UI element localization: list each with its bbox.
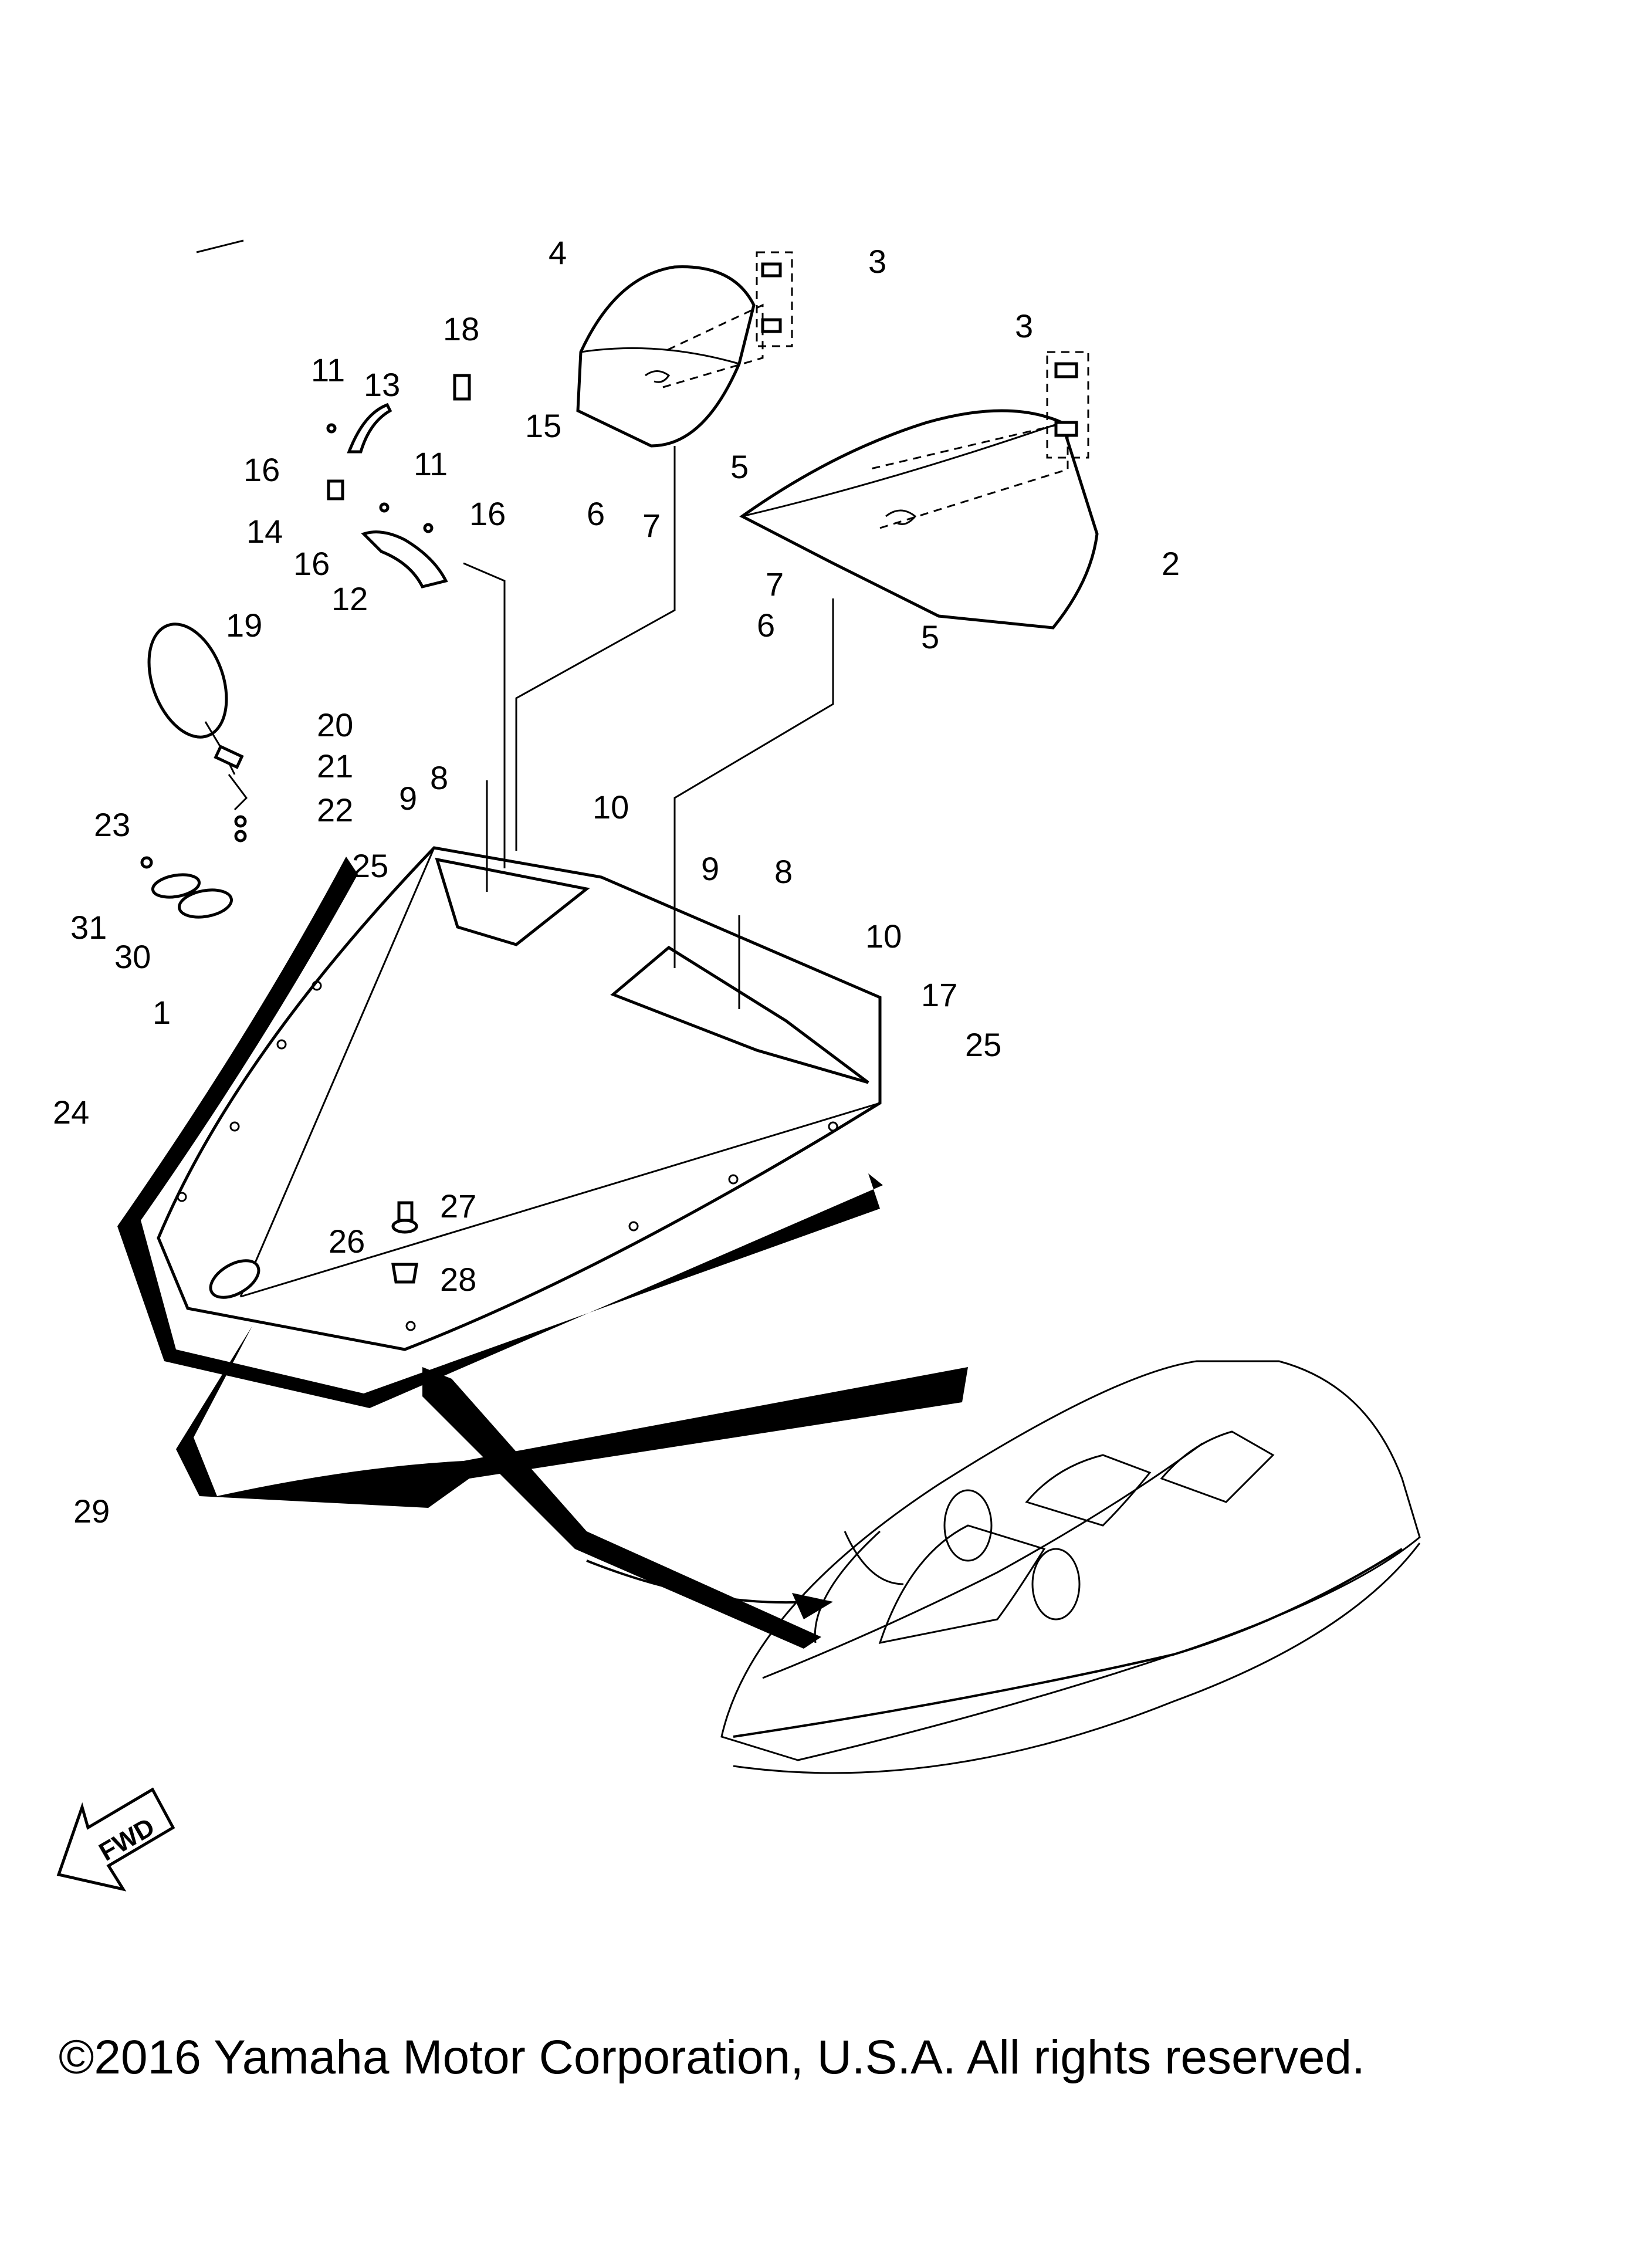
callout-3b: 3 xyxy=(1015,307,1033,344)
windshield-small xyxy=(576,251,793,448)
callout-7a: 7 xyxy=(642,507,661,544)
callout-30: 30 xyxy=(114,938,151,975)
callout-19: 19 xyxy=(226,607,262,644)
callout-10a: 10 xyxy=(593,789,629,826)
callout-1: 1 xyxy=(153,994,171,1031)
callout-22: 22 xyxy=(317,791,353,828)
callout-26: 26 xyxy=(329,1223,365,1260)
callout-14: 14 xyxy=(246,513,283,550)
callout-16c: 16 xyxy=(469,495,506,532)
callout-21: 21 xyxy=(317,747,353,784)
callout-8a: 8 xyxy=(430,759,448,796)
callout-6b: 6 xyxy=(757,607,775,644)
leader-lines xyxy=(196,239,834,1009)
callout-16b: 16 xyxy=(293,545,330,582)
callout-20: 20 xyxy=(317,706,353,743)
mirror xyxy=(147,623,248,843)
callout-labels: 1 2 3 3 4 5 5 6 6 7 7 8 8 9 9 10 10 11 1… xyxy=(53,234,1180,1530)
callout-17: 17 xyxy=(921,976,957,1013)
boat-illustration xyxy=(586,1360,1421,1774)
callout-7b: 7 xyxy=(766,566,784,603)
callout-8b: 8 xyxy=(774,853,793,890)
windshield-large xyxy=(739,351,1099,630)
callout-3a: 3 xyxy=(868,243,886,280)
callout-2: 2 xyxy=(1162,545,1180,582)
fwd-arrow: FWD xyxy=(56,1787,175,1892)
callout-28: 28 xyxy=(440,1261,476,1298)
callout-31: 31 xyxy=(70,909,107,946)
callout-4: 4 xyxy=(549,234,567,271)
callout-10b: 10 xyxy=(865,918,902,955)
callout-23: 23 xyxy=(94,806,130,843)
fasteners xyxy=(391,1201,418,1284)
callout-29: 29 xyxy=(73,1493,110,1530)
callout-25b: 25 xyxy=(965,1026,1001,1063)
callout-16a: 16 xyxy=(243,451,280,488)
callout-25a: 25 xyxy=(352,847,388,884)
callout-9b: 9 xyxy=(701,850,719,887)
callout-5a: 5 xyxy=(730,448,749,485)
callout-15: 15 xyxy=(525,407,561,444)
callout-24: 24 xyxy=(53,1094,89,1131)
callout-5b: 5 xyxy=(921,618,939,655)
callout-6a: 6 xyxy=(587,495,605,532)
callout-11b: 11 xyxy=(414,445,448,482)
callout-11a: 11 xyxy=(311,351,345,388)
callout-18: 18 xyxy=(443,310,479,347)
callout-9a: 9 xyxy=(399,780,417,817)
callout-12: 12 xyxy=(331,580,368,617)
deck-panel xyxy=(157,846,882,1351)
bracket-hardware xyxy=(326,374,471,588)
callout-27: 27 xyxy=(440,1188,476,1224)
copyright-notice: ©2016 Yamaha Motor Corporation, U.S.A. A… xyxy=(59,2031,1365,2084)
small-fitting xyxy=(140,856,233,919)
callout-13: 13 xyxy=(364,366,400,403)
